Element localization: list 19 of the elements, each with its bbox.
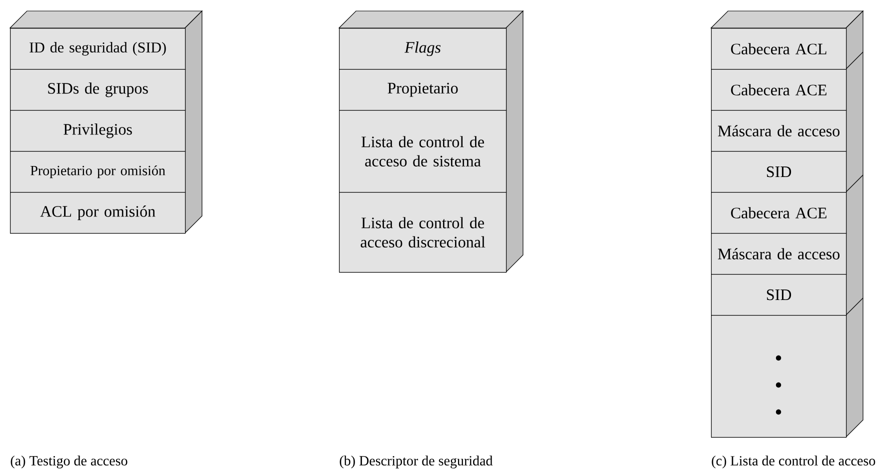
field-cell: Máscara de acceso	[711, 233, 847, 275]
field-cell: Lista de control de acceso discrecional	[339, 192, 507, 273]
caption: (b) Descriptor de seguridad	[340, 456, 493, 468]
field-cell: Cabecera ACE	[711, 69, 847, 111]
field-cell: Cabecera ACE	[711, 192, 847, 234]
field-cell: SID	[711, 274, 847, 316]
field-cell: SIDs de grupos	[10, 69, 186, 111]
field-cell: Cabecera ACL	[711, 28, 847, 70]
field-cell: Privilegios	[10, 110, 186, 152]
field-cell: ID de seguridad (SID)	[10, 28, 186, 70]
caption: (a) Testigo de acceso	[10, 456, 128, 468]
field-cell: Lista de control de acceso de sistema	[339, 110, 507, 193]
field-cell: ACL por omisión	[10, 192, 186, 234]
field-cell: Propietario	[339, 69, 507, 111]
field-cell: Máscara de acceso	[711, 110, 847, 152]
field-cell: Propietario por omisión	[10, 151, 186, 193]
field-cell: SID	[711, 151, 847, 193]
field-cell: Flags	[339, 28, 507, 70]
caption: (c) Lista de control de acceso	[712, 456, 876, 468]
